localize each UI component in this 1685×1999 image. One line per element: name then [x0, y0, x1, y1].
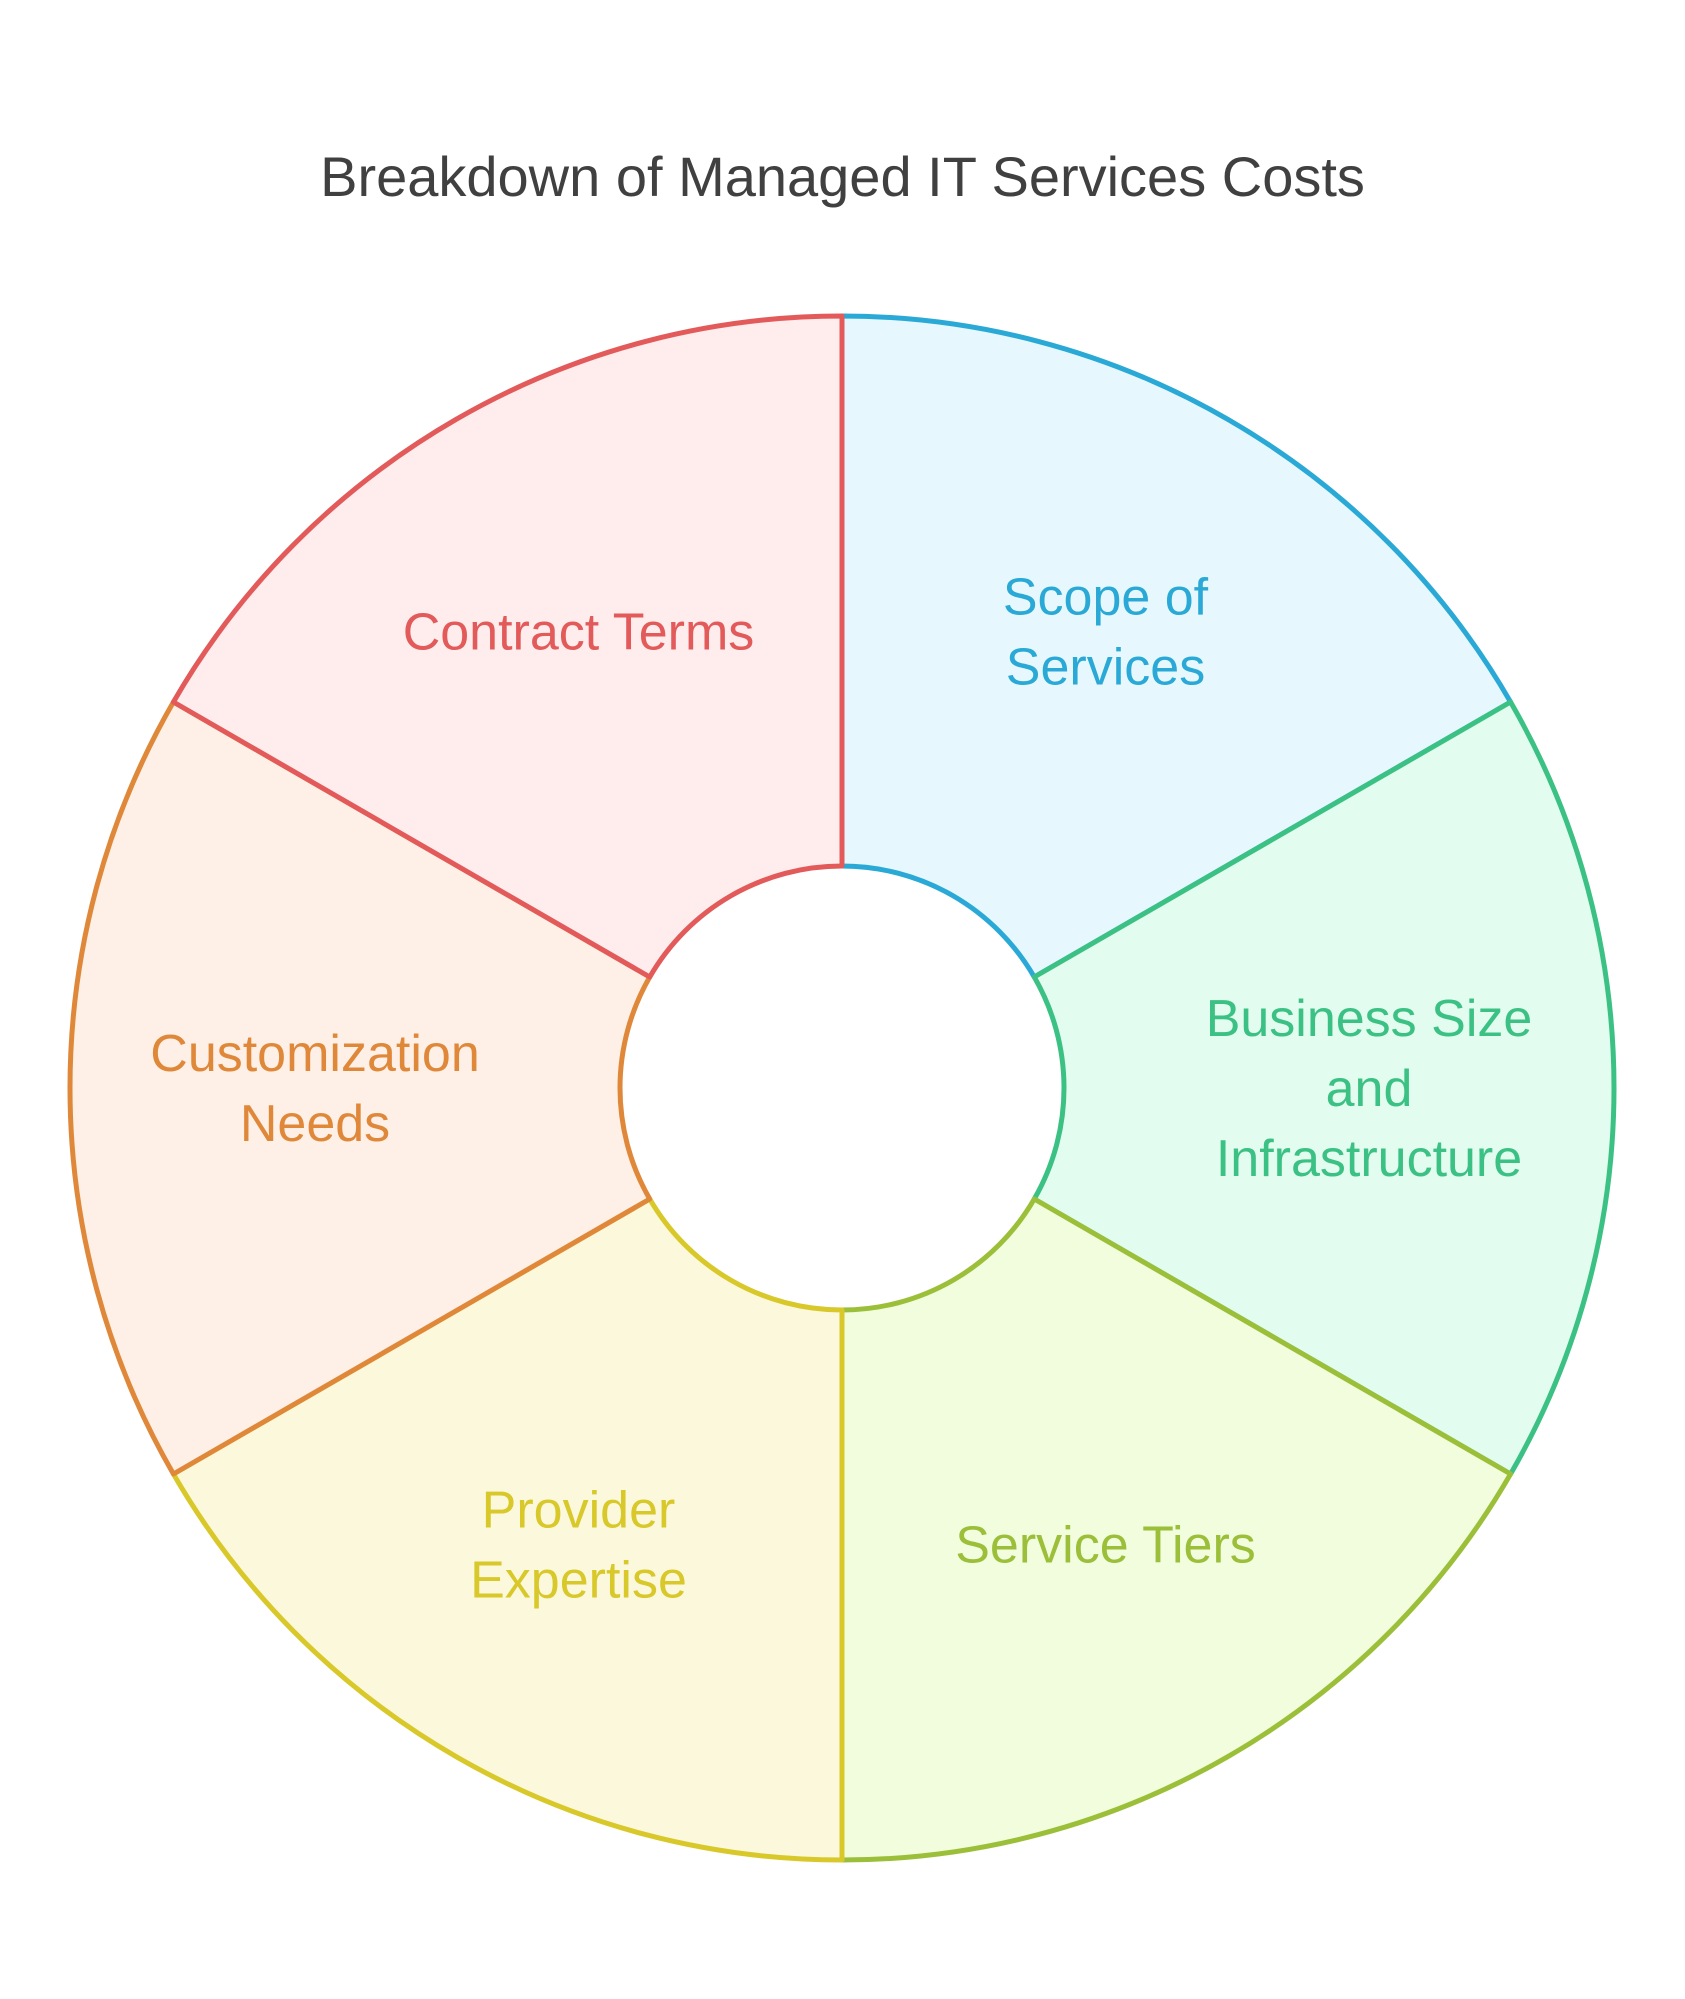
segment-label-line: Business Size	[1206, 990, 1533, 1048]
segment-label-line: Needs	[240, 1095, 390, 1153]
segment-label-scope-of-services: Scope of Services	[1003, 569, 1209, 697]
segment-label-line: Services	[1006, 639, 1205, 697]
diagram-title: Breakdown of Managed IT Services Costs	[320, 145, 1365, 208]
segment-label-line: Expertise	[470, 1551, 687, 1609]
segment-label-line: Scope of	[1003, 569, 1209, 627]
segment-scope-of-services	[839, 313, 1514, 980]
segment-contract-terms	[170, 313, 845, 980]
segment-label-line: and	[1326, 1060, 1413, 1118]
segment-label-contract-terms: Contract Terms	[403, 604, 755, 662]
segment-label-service-tiers: Service Tiers	[955, 1516, 1256, 1574]
segment-label-line: Provider	[482, 1481, 676, 1539]
segment-label-line: Customization	[150, 1025, 479, 1083]
segment-provider-expertise	[170, 1196, 845, 1863]
segment-label-line: Infrastructure	[1216, 1130, 1522, 1188]
segments-layer	[67, 313, 1617, 1863]
segment-label-line: Contract Terms	[403, 604, 755, 662]
segment-service-tiers	[839, 1196, 1514, 1863]
segment-label-line: Service Tiers	[955, 1516, 1256, 1574]
